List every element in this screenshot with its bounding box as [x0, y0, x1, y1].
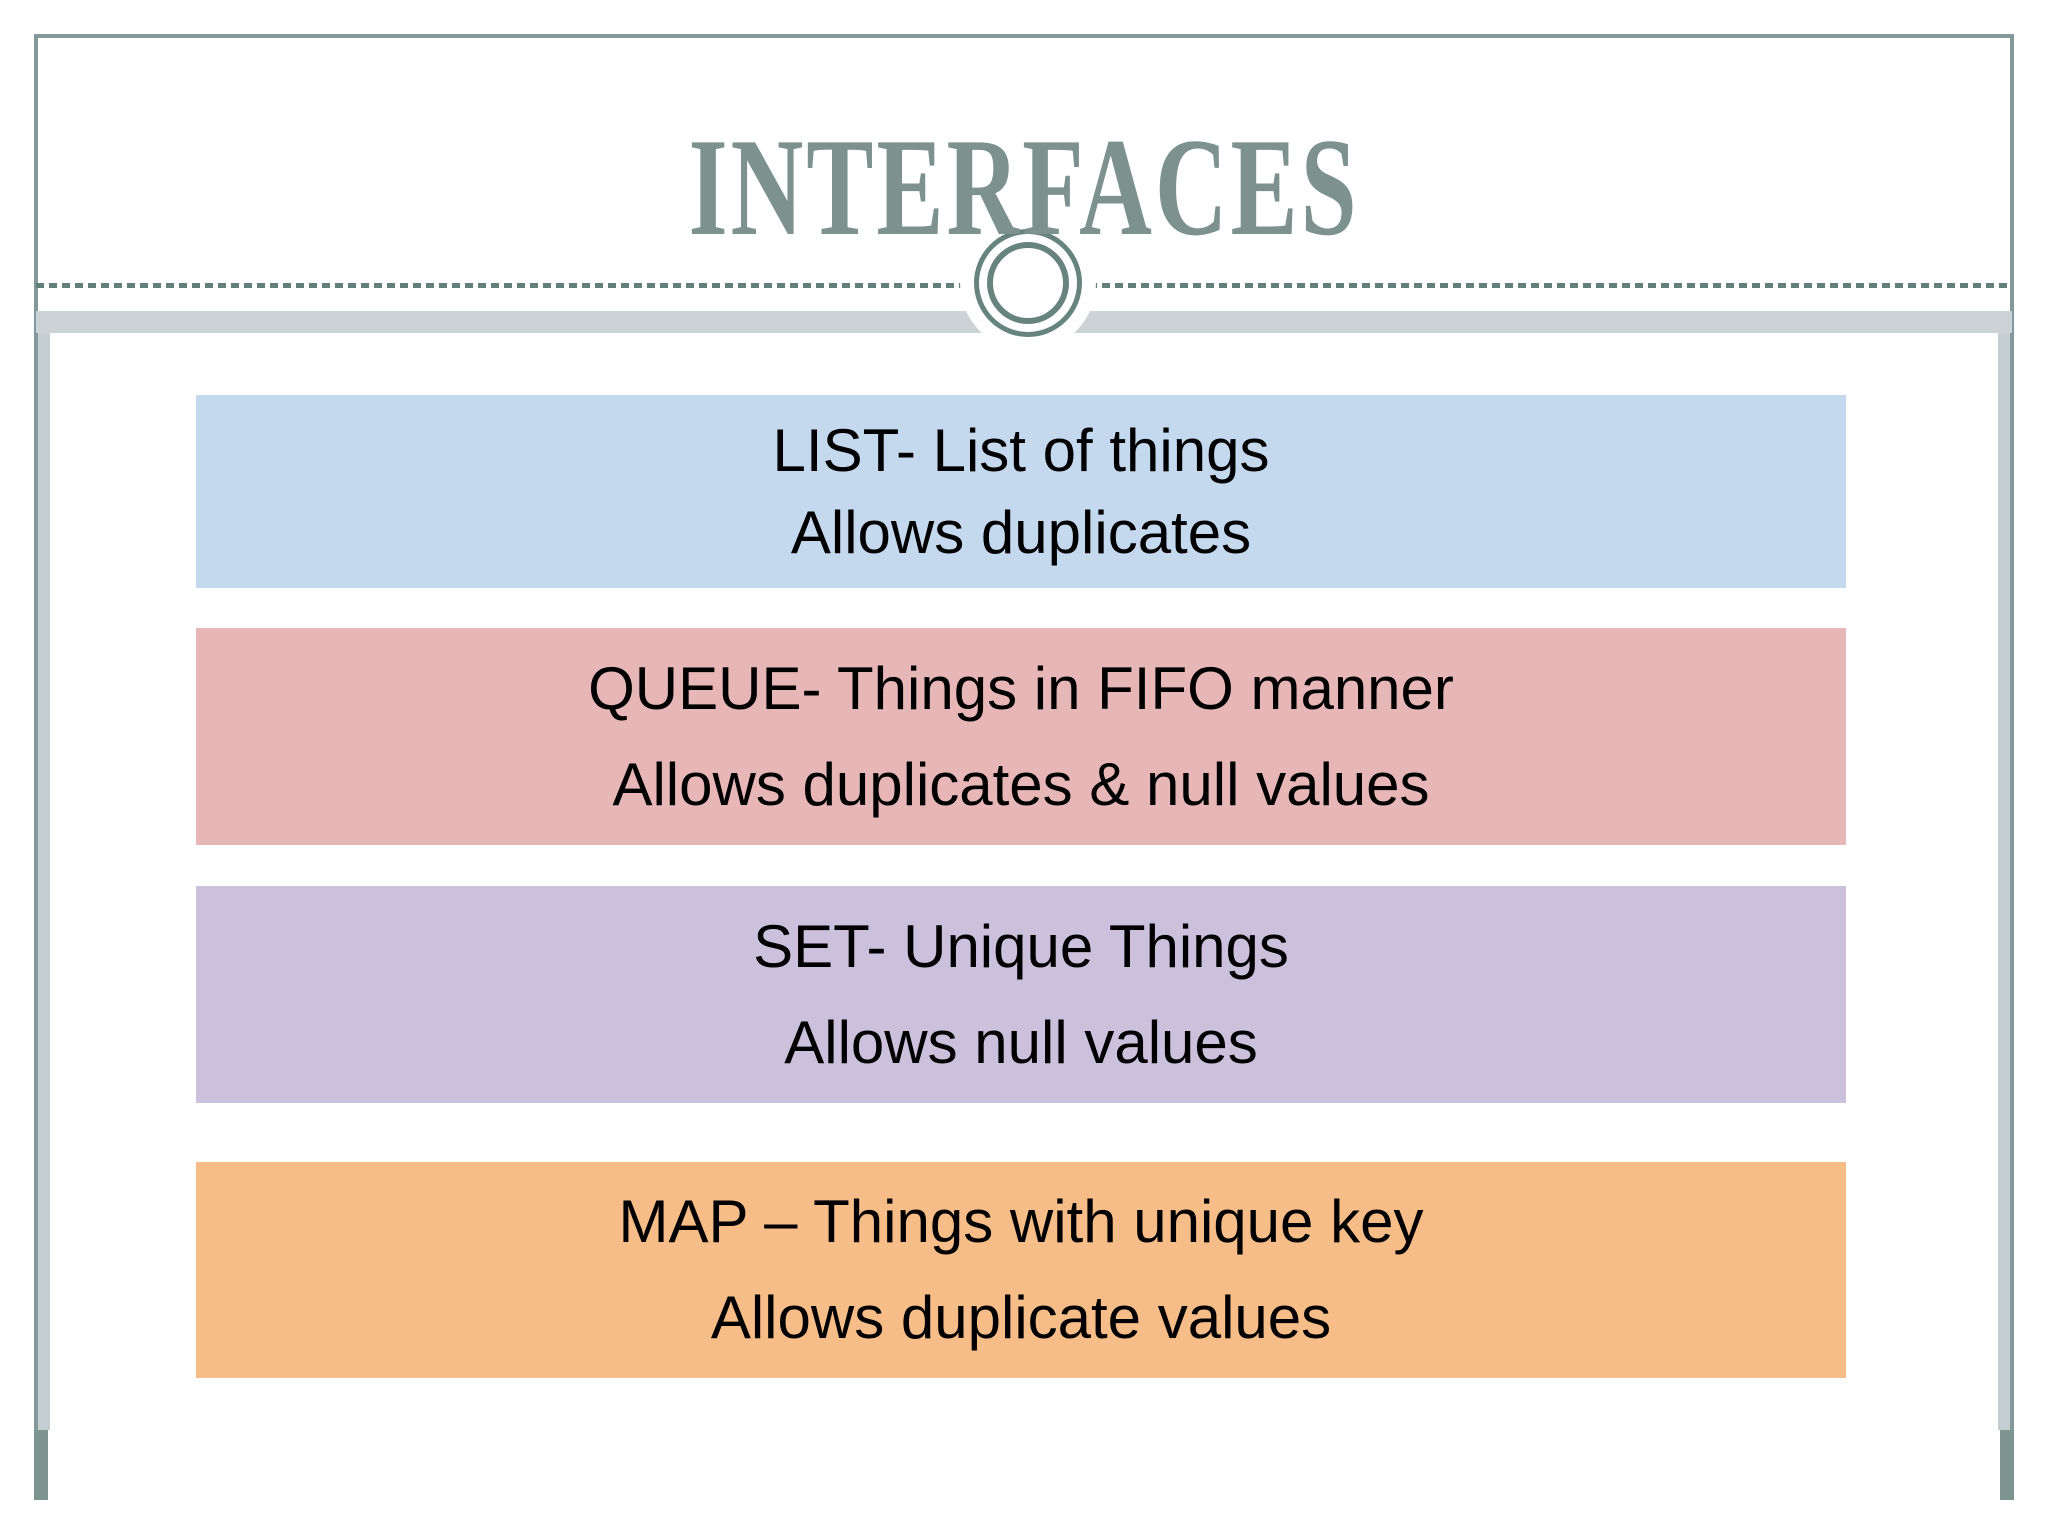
- interface-box-set: SET- Unique Things Allows null values: [196, 886, 1846, 1103]
- frame-right-foot: [2000, 1430, 2014, 1500]
- frame-top-border: [34, 34, 2014, 38]
- slide-title: INTERFACES: [0, 118, 2048, 258]
- frame-left-inner-bar: [38, 312, 50, 1430]
- interface-box-set-subtitle: Allows null values: [784, 1008, 1258, 1076]
- interface-box-queue: QUEUE- Things in FIFO manner Allows dupl…: [196, 628, 1846, 845]
- frame-left-foot: [34, 1430, 48, 1500]
- interface-box-list: LIST- List of things Allows duplicates: [196, 395, 1846, 588]
- interface-box-set-title: SET- Unique Things: [753, 912, 1289, 980]
- interface-box-list-title: LIST- List of things: [772, 416, 1270, 484]
- interface-box-list-subtitle: Allows duplicates: [790, 498, 1252, 566]
- divider-circle-inner-ring: [987, 242, 1069, 324]
- frame-right-inner-bar: [1998, 312, 2010, 1430]
- interface-box-map: MAP – Things with unique key Allows dupl…: [196, 1162, 1846, 1378]
- divider-circle-ornament: [974, 229, 1082, 337]
- slide-title-text: INTERFACES: [688, 110, 1360, 265]
- interface-box-queue-subtitle: Allows duplicates & null values: [612, 750, 1430, 818]
- interface-box-map-title: MAP – Things with unique key: [618, 1188, 1424, 1255]
- frame-left-border: [34, 34, 38, 1500]
- interface-box-map-subtitle: Allows duplicate values: [710, 1284, 1332, 1351]
- frame-right-border: [2010, 34, 2014, 1500]
- interface-box-queue-title: QUEUE- Things in FIFO manner: [588, 654, 1454, 722]
